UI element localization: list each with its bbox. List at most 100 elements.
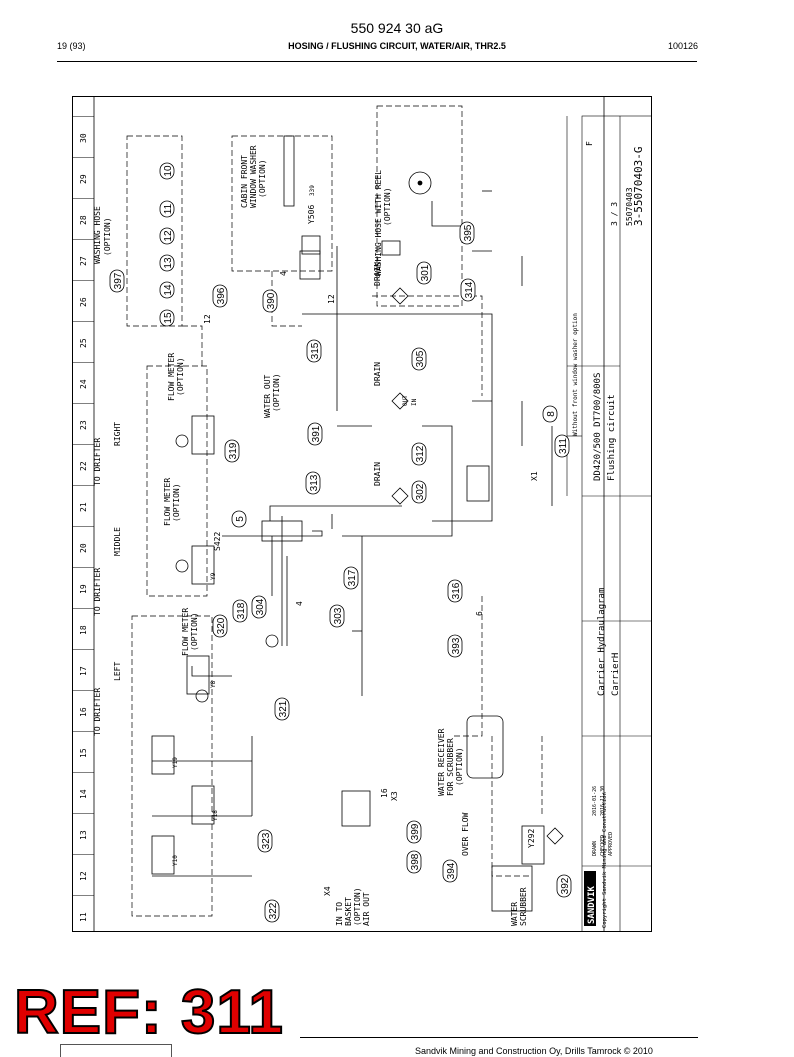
page-number: 19 (93): [57, 41, 86, 51]
svg-text:13: 13: [163, 257, 174, 269]
svg-text:FLOW METER: FLOW METER: [167, 353, 176, 401]
callout-301: 301: [416, 261, 432, 285]
callout-320: 320: [212, 614, 228, 638]
svg-text:(OPTION): (OPTION): [383, 187, 392, 226]
svg-text:(OPTION): (OPTION): [258, 159, 267, 198]
tb-carrier-1: Carrier Hydraulagram: [597, 588, 607, 696]
callout-318: 318: [232, 599, 248, 623]
svg-text:MIDDLE: MIDDLE: [113, 527, 122, 556]
svg-text:(OPTION): (OPTION): [103, 217, 112, 256]
svg-text:393: 393: [451, 637, 462, 654]
svg-text:390: 390: [266, 292, 277, 309]
svg-text:FLOW METER: FLOW METER: [163, 478, 172, 526]
grid-number: 26: [79, 297, 88, 307]
callout-13: 13: [159, 254, 175, 272]
svg-text:320: 320: [216, 617, 227, 634]
svg-text:Y292: Y292: [527, 829, 536, 848]
svg-text:12: 12: [327, 294, 336, 304]
svg-text:398: 398: [410, 853, 421, 870]
hydraulic-lines: [152, 190, 553, 877]
tb-date-2: 2016-11-30: [600, 786, 606, 816]
svg-text:(OPTION): (OPTION): [190, 612, 199, 651]
grid-number: 24: [79, 379, 88, 389]
svg-text:CABIN FRONT: CABIN FRONT: [240, 155, 249, 208]
callout-313: 313: [305, 471, 321, 495]
svg-text:392: 392: [560, 877, 571, 894]
svg-text:317: 317: [347, 569, 358, 586]
svg-text:RIGHT: RIGHT: [113, 422, 122, 446]
svg-text:X1: X1: [530, 471, 539, 481]
svg-text:394: 394: [446, 862, 457, 879]
svg-text:14: 14: [163, 284, 174, 296]
svg-text:(OPTION): (OPTION): [172, 483, 181, 522]
svg-text:318: 318: [236, 602, 247, 619]
tb-copyright: Copyright Sandvik Mining and Constructio…: [602, 792, 608, 928]
callout-396: 396: [212, 284, 228, 308]
svg-text:(OPTION): (OPTION): [353, 887, 362, 926]
svg-text:312: 312: [415, 445, 426, 462]
svg-text:4: 4: [279, 271, 288, 276]
svg-text:WATER OUT: WATER OUT: [263, 374, 272, 418]
grid-number: 22: [79, 461, 88, 471]
grid-number: 25: [79, 338, 88, 348]
svg-text:305: 305: [415, 350, 426, 367]
svg-text:X4: X4: [323, 886, 332, 896]
grid-number: 20: [79, 543, 88, 553]
svg-text:X3: X3: [390, 791, 399, 801]
callout-319: 319: [224, 439, 240, 463]
tb-change-note: Without front window washer option: [572, 313, 579, 436]
svg-text:WASHING HOSE: WASHING HOSE: [93, 206, 102, 264]
callout-311: 311: [554, 434, 570, 458]
svg-text:397: 397: [113, 272, 124, 289]
callout-323: 323: [257, 829, 273, 853]
svg-text:11: 11: [163, 203, 174, 214]
svg-text:(OPTION): (OPTION): [455, 747, 464, 786]
svg-text:AIR OUT: AIR OUT: [362, 892, 371, 926]
svg-text:396: 396: [216, 287, 227, 304]
svg-text:IN: IN: [411, 398, 418, 406]
callout-395: 395: [459, 221, 475, 245]
svg-text:303: 303: [333, 607, 344, 624]
svg-text:302: 302: [415, 483, 426, 500]
callout-12: 12: [159, 227, 175, 245]
grid-number: 17: [79, 666, 88, 676]
tb-title-2: Flushing circuit: [607, 394, 617, 481]
svg-text:FLOW METER: FLOW METER: [181, 608, 190, 656]
tb-approved: APPROVED: [608, 832, 614, 856]
callout-8: 8: [542, 405, 558, 423]
svg-text:Y9: Y9: [210, 572, 217, 580]
callout-391: 391: [307, 422, 323, 446]
callout-392: 392: [556, 874, 572, 898]
grid-number: 18: [79, 625, 88, 635]
svg-text:391: 391: [311, 425, 322, 442]
callout-304: 304: [251, 595, 267, 619]
svg-text:4: 4: [295, 601, 304, 606]
svg-text:12: 12: [203, 314, 212, 324]
callout-397: 397: [109, 269, 125, 293]
callout-314: 314: [460, 278, 476, 302]
callout-398: 398: [406, 850, 422, 874]
svg-text:FOR SCRUBBER: FOR SCRUBBER: [446, 738, 455, 796]
svg-text:316: 316: [451, 582, 462, 599]
svg-text:OVER FLOW: OVER FLOW: [461, 812, 470, 856]
callout-394: 394: [442, 859, 458, 883]
svg-text:Y18: Y18: [212, 810, 219, 821]
svg-text:LEFT: LEFT: [113, 662, 122, 681]
svg-text:WATER: WATER: [510, 902, 519, 926]
callout-11: 11: [159, 200, 175, 218]
callout-390: 390: [262, 289, 278, 313]
svg-text:TO DRIFTER: TO DRIFTER: [93, 568, 102, 616]
tb-title-1: DD420/500 DT700/800S: [593, 373, 603, 481]
svg-text:DRAIN: DRAIN: [373, 362, 382, 386]
callout-15: 15: [159, 309, 175, 327]
callout-302: 302: [411, 480, 427, 504]
svg-text:OUT: OUT: [402, 395, 409, 406]
header-rule: [57, 61, 697, 62]
svg-text:311: 311: [558, 438, 569, 454]
svg-text:319: 319: [228, 442, 239, 459]
callout-10: 10: [159, 162, 175, 180]
svg-text:Y8: Y8: [210, 680, 217, 688]
tb-number: 3-55070403-G: [632, 147, 645, 226]
grid-number: 15: [79, 748, 88, 758]
svg-text:314: 314: [464, 281, 475, 298]
